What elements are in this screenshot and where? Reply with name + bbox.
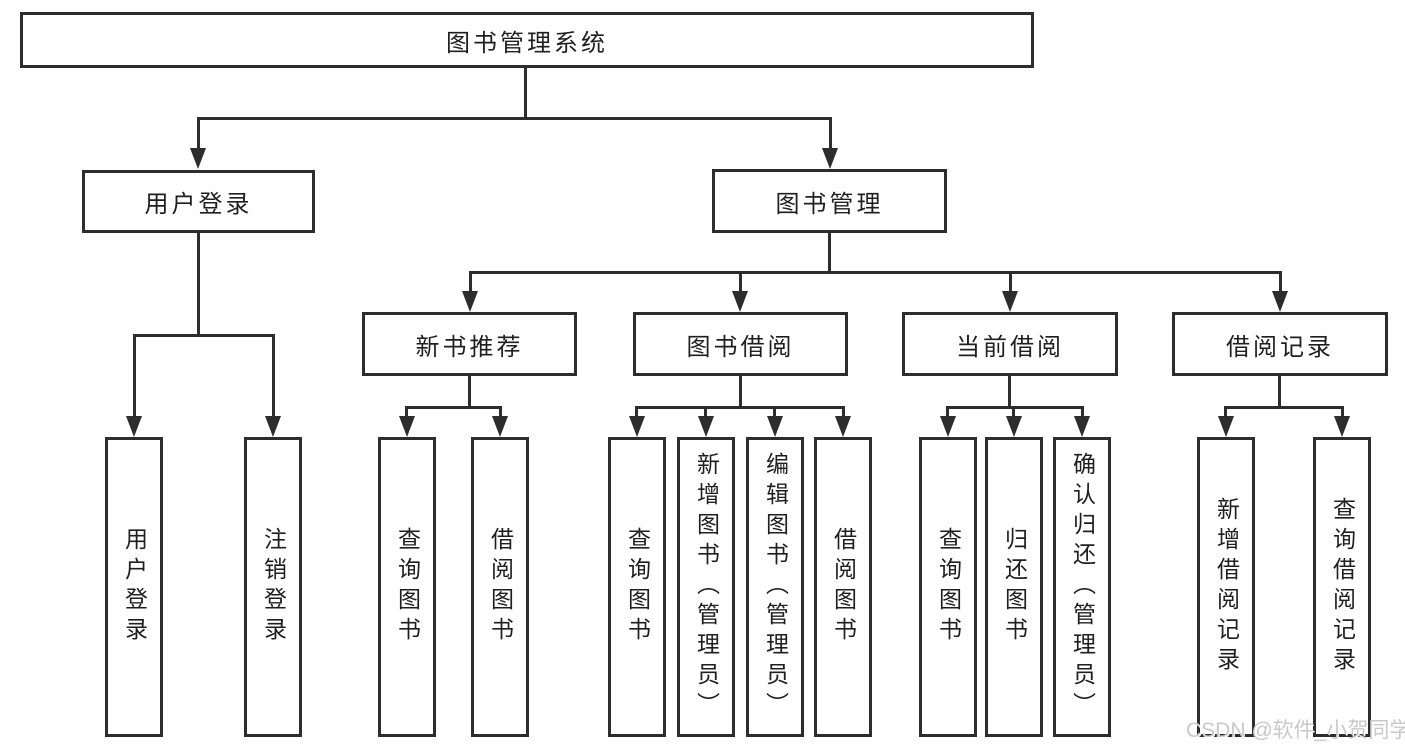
leaf-add-borrow-record: 新增借阅记录 [1197,437,1255,737]
leaf-query-books-current-label: 查询图书 [935,527,962,647]
leaf-add-borrow-record-label: 新增借阅记录 [1213,497,1240,677]
leaf-user-login: 用户登录 [105,437,163,737]
arrow-down-icon [767,416,783,437]
connector-line [133,334,136,418]
arrow-down-icon [698,416,714,437]
connector-line [739,376,742,409]
connector-line [405,406,408,418]
leaf-borrow-books-label: 借阅图书 [830,527,857,647]
connector-line [1341,406,1344,418]
arrow-down-icon [1002,291,1018,312]
connector-line [197,117,832,120]
connector-line [635,406,845,409]
leaf-borrow-books-recommend: 借阅图书 [471,437,529,737]
leaf-add-books-admin: 新增图书（管理员） [677,437,735,737]
connector-line [842,406,845,418]
node-book-borrowing-label: 图书借阅 [686,333,795,361]
node-book-management: 图书管理 [712,169,947,233]
leaf-return-books: 归还图书 [985,437,1043,737]
leaf-logout-label: 注销登录 [260,527,287,647]
arrow-down-icon [265,416,281,437]
arrow-down-icon [1272,291,1288,312]
arrow-down-icon [190,148,206,169]
arrow-down-icon [1006,416,1022,437]
arrow-down-icon [629,416,645,437]
leaf-query-books-recommend-label: 查询图书 [394,527,421,647]
node-borrowing-records-label: 借阅记录 [1226,333,1334,361]
connector-line [829,117,832,151]
connector-line [828,233,831,274]
connector-line [946,406,1084,409]
connector-line [524,68,527,120]
connector-line [469,271,472,293]
arrow-down-icon [399,416,415,437]
node-library-system-label: 图书管理系统 [446,29,608,57]
leaf-confirm-return-admin: 确认归还（管理员） [1053,437,1111,737]
node-user-login: 用户登录 [82,170,315,233]
connector-line [133,334,275,337]
connector-line [1012,406,1015,418]
connector-line [197,233,200,337]
leaf-query-borrow-record-label: 查询借阅记录 [1329,497,1356,677]
arrow-down-icon [732,291,748,312]
arrow-down-icon [126,416,142,437]
arrow-down-icon [940,416,956,437]
node-new-book-recommend: 新书推荐 [362,312,577,376]
connector-line [499,406,502,418]
leaf-query-books-recommend: 查询图书 [378,437,436,737]
connector-line [1008,376,1011,409]
arrow-down-icon [835,416,851,437]
node-book-management-label: 图书管理 [775,190,884,218]
leaf-query-books-borrowing-label: 查询图书 [624,527,651,647]
connector-line [1279,271,1282,293]
leaf-query-books-current: 查询图书 [919,437,977,737]
connector-line [704,406,707,418]
arrow-down-icon [822,148,838,169]
leaf-add-books-admin-label: 新增图书（管理员） [693,452,720,722]
leaf-query-borrow-record: 查询借阅记录 [1313,437,1371,737]
node-new-book-recommend-label: 新书推荐 [415,333,524,361]
node-current-borrowing: 当前借阅 [902,312,1118,376]
node-book-borrowing: 图书借阅 [633,312,848,376]
arrow-down-icon [1074,416,1090,437]
arrow-down-icon [1334,416,1350,437]
arrow-down-icon [492,416,508,437]
leaf-confirm-return-admin-label: 确认归还（管理员） [1069,452,1096,722]
connector-line [405,406,502,409]
connector-line [635,406,638,418]
connector-line [1278,376,1281,409]
connector-line [272,334,275,418]
node-user-login-label: 用户登录 [144,191,253,218]
arrow-down-icon [462,291,478,312]
node-borrowing-records: 借阅记录 [1172,312,1388,376]
connector-line [197,117,200,151]
connector-line [1224,406,1227,418]
leaf-borrow-books-recommend-label: 借阅图书 [487,527,514,647]
leaf-edit-books-admin-label: 编辑图书（管理员） [762,452,789,722]
connector-line [773,406,776,418]
leaf-borrow-books: 借阅图书 [814,437,872,737]
csdn-watermark: CSDN @软件_小贺同学 [1186,719,1405,742]
leaf-edit-books-admin: 编辑图书（管理员） [746,437,804,737]
connector-line [946,406,949,418]
leaf-logout: 注销登录 [244,437,302,737]
connector-line [739,271,742,293]
connector-line [1081,406,1084,418]
node-library-system: 图书管理系统 [20,12,1034,68]
leaf-query-books-borrowing: 查询图书 [608,437,666,737]
leaf-user-login-label: 用户登录 [121,527,148,647]
node-current-borrowing-label: 当前借阅 [956,333,1064,361]
leaf-return-books-label: 归还图书 [1001,527,1028,647]
connector-line [468,376,471,409]
arrow-down-icon [1218,416,1234,437]
connector-line [1009,271,1012,293]
connector-line [1224,406,1344,409]
connector-line [469,271,1282,274]
